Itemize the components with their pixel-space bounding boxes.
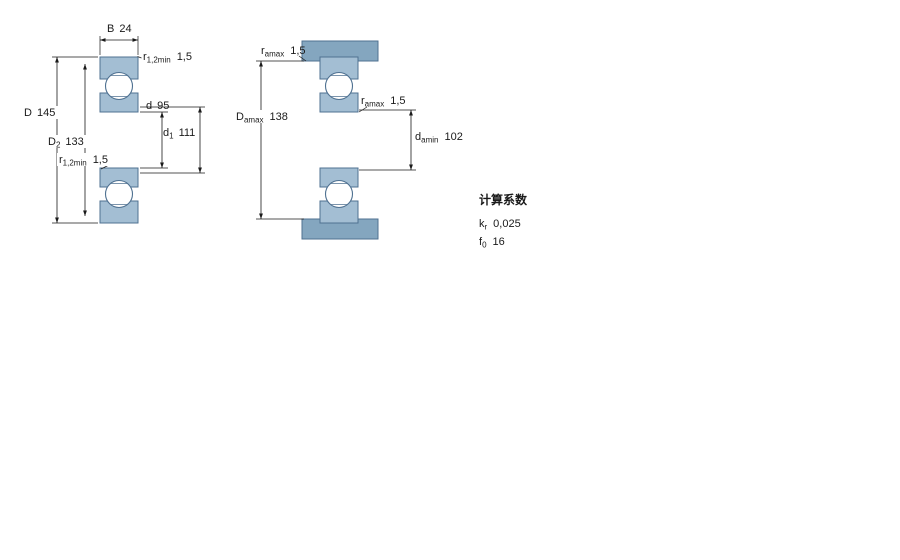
ball-top xyxy=(104,71,134,101)
ball-top xyxy=(324,71,354,101)
leader-line xyxy=(137,56,142,59)
label-halo xyxy=(57,153,113,166)
right-bearing-cross-section xyxy=(319,56,359,224)
label-halo xyxy=(22,106,66,119)
right-dimension-lines xyxy=(256,55,416,220)
ball-bottom xyxy=(104,179,134,209)
factors-heading: 计算系数 xyxy=(479,192,528,207)
leader-line xyxy=(298,55,307,62)
leader-line xyxy=(358,106,368,113)
label-halo xyxy=(234,110,300,123)
left-bearing-cross-section xyxy=(99,56,139,224)
label-halo xyxy=(46,135,86,148)
ball-bottom xyxy=(324,179,354,209)
